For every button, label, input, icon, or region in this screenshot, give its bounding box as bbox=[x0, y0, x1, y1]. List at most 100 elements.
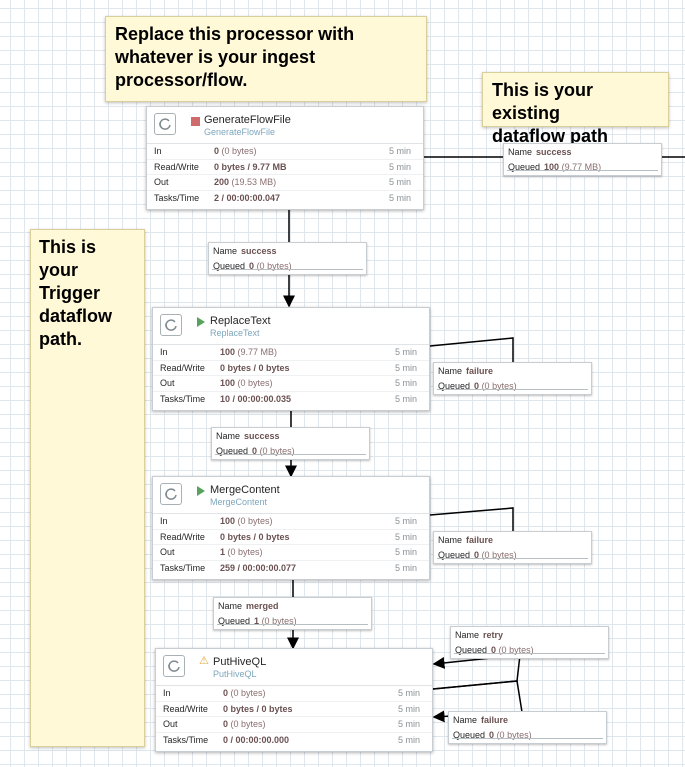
conn-name: success bbox=[241, 246, 277, 256]
label-existing-path[interactable]: This is your existing dataflow path bbox=[482, 72, 669, 146]
processor-replacetext[interactable]: ReplaceText ReplaceText In 100 (9.77 MB) 5… bbox=[152, 307, 430, 411]
processor-icon bbox=[154, 113, 176, 135]
stat-window: 5 min bbox=[394, 516, 417, 526]
processor-type: MergeContent bbox=[210, 497, 268, 507]
stopped-icon bbox=[191, 117, 200, 126]
conn-queued: 0 bbox=[249, 261, 255, 271]
stat-label-rw: Read/Write bbox=[154, 161, 199, 172]
stat-window: 5 min bbox=[394, 394, 417, 405]
conn-queued: 0 bbox=[474, 381, 480, 391]
queue-bar bbox=[507, 170, 658, 173]
label-ingest-note[interactable]: Replace this processor with whatever is … bbox=[105, 16, 427, 102]
conn-queued: 0 bbox=[491, 645, 497, 655]
stat-label-out: Out bbox=[154, 177, 169, 188]
running-icon bbox=[197, 317, 205, 327]
stat-tasks: 259 / 00:00:00.077 bbox=[220, 563, 297, 574]
conn-name: retry bbox=[483, 630, 504, 640]
processor-type: GenerateFlowFile bbox=[204, 127, 276, 137]
stat-window: 5 min bbox=[397, 719, 420, 730]
conn-queued-label: Queued bbox=[508, 162, 541, 172]
conn-queued: 0 bbox=[474, 550, 480, 560]
queue-bar bbox=[454, 653, 605, 656]
processor-generateflowfile[interactable]: GenerateFlowFile GenerateFlowFile In 0 (0… bbox=[146, 106, 424, 210]
stat-window: 5 min bbox=[394, 347, 417, 357]
label-existing-text: This is your existing dataflow path bbox=[492, 80, 608, 146]
stat-in: 100 (0 bytes) bbox=[220, 516, 273, 526]
stat-rw: 0 bytes / 9.77 MB bbox=[214, 161, 287, 172]
processor-icon bbox=[160, 314, 182, 336]
processor-name: GenerateFlowFile bbox=[204, 114, 291, 126]
stat-out: 100 (0 bytes) bbox=[220, 378, 273, 389]
processor-type: PutHiveQL bbox=[213, 669, 257, 679]
stat-window: 5 min bbox=[394, 563, 417, 574]
stat-window: 5 min bbox=[394, 531, 417, 542]
stat-window: 5 min bbox=[394, 378, 417, 389]
warning-icon: ⚠ bbox=[199, 655, 209, 667]
queue-bar bbox=[217, 624, 368, 627]
stat-rw: 0 bytes / 0 bytes bbox=[220, 531, 290, 542]
conn-name-label: Name bbox=[508, 147, 533, 157]
stat-label-rw: Read/Write bbox=[160, 531, 205, 542]
stat-label-tasks: Tasks/Time bbox=[154, 193, 200, 204]
processor-puthiveql[interactable]: ⚠ PutHiveQL PutHiveQL In 0 (0 bytes) 5 min… bbox=[155, 648, 433, 752]
stat-out: 0 (0 bytes) bbox=[223, 719, 266, 730]
conn-queued: 1 bbox=[254, 616, 260, 626]
conn-queued: 0 bbox=[252, 446, 258, 456]
stat-label-tasks: Tasks/Time bbox=[160, 394, 206, 405]
conn-queued: 100 bbox=[544, 162, 560, 172]
stat-window: 5 min bbox=[394, 547, 417, 558]
conn-name: failure bbox=[466, 366, 494, 376]
stat-window: 5 min bbox=[397, 703, 420, 714]
conn-queued: 0 bbox=[489, 730, 495, 740]
stat-label-out: Out bbox=[160, 547, 175, 558]
stat-window: 5 min bbox=[397, 735, 420, 746]
stat-tasks: 0 / 00:00:00.000 bbox=[223, 735, 290, 746]
processor-icon bbox=[160, 483, 182, 505]
stat-label-in: In bbox=[154, 146, 162, 156]
queue-bar bbox=[215, 454, 366, 457]
stat-label-out: Out bbox=[163, 719, 178, 730]
stat-window: 5 min bbox=[388, 193, 411, 204]
queue-bar bbox=[212, 269, 363, 272]
conn-name: failure bbox=[466, 535, 494, 545]
queue-bar bbox=[437, 389, 588, 392]
stat-in: 100 (9.77 MB) bbox=[220, 347, 278, 357]
processor-icon bbox=[163, 655, 185, 677]
stat-label-in: In bbox=[160, 347, 168, 357]
stat-window: 5 min bbox=[388, 146, 411, 156]
processor-mergecontent[interactable]: MergeContent MergeContent In 100 (0 bytes… bbox=[152, 476, 430, 580]
stat-label-tasks: Tasks/Time bbox=[160, 563, 206, 574]
processor-name: ReplaceText bbox=[210, 315, 271, 327]
stat-label-rw: Read/Write bbox=[163, 703, 208, 714]
stat-window: 5 min bbox=[397, 688, 420, 698]
stat-label-tasks: Tasks/Time bbox=[163, 735, 209, 746]
label-trigger-path[interactable]: This is your Trigger dataflow path. bbox=[30, 229, 145, 747]
stat-out: 1 (0 bytes) bbox=[220, 547, 263, 558]
stat-label-in: In bbox=[163, 688, 171, 698]
stat-tasks: 10 / 00:00:00.035 bbox=[220, 394, 292, 405]
label-ingest-text: Replace this processor with whatever is … bbox=[115, 24, 355, 90]
conn-name: failure bbox=[481, 715, 509, 725]
stat-label-in: In bbox=[160, 516, 168, 526]
running-icon bbox=[197, 486, 205, 496]
stat-label-out: Out bbox=[160, 378, 175, 389]
stat-tasks: 2 / 00:00:00.047 bbox=[214, 193, 281, 204]
conn-name: success bbox=[244, 431, 280, 441]
processor-name: PutHiveQL bbox=[213, 656, 267, 668]
queue-bar bbox=[437, 558, 588, 561]
stat-rw: 0 bytes / 0 bytes bbox=[223, 703, 293, 714]
stat-out: 200 (19.53 MB) bbox=[214, 177, 277, 188]
queue-bar bbox=[452, 738, 603, 741]
processor-name: MergeContent bbox=[210, 484, 280, 496]
processor-type: ReplaceText bbox=[210, 328, 260, 338]
stat-in: 0 (0 bytes) bbox=[214, 146, 257, 156]
conn-name: merged bbox=[246, 601, 279, 611]
